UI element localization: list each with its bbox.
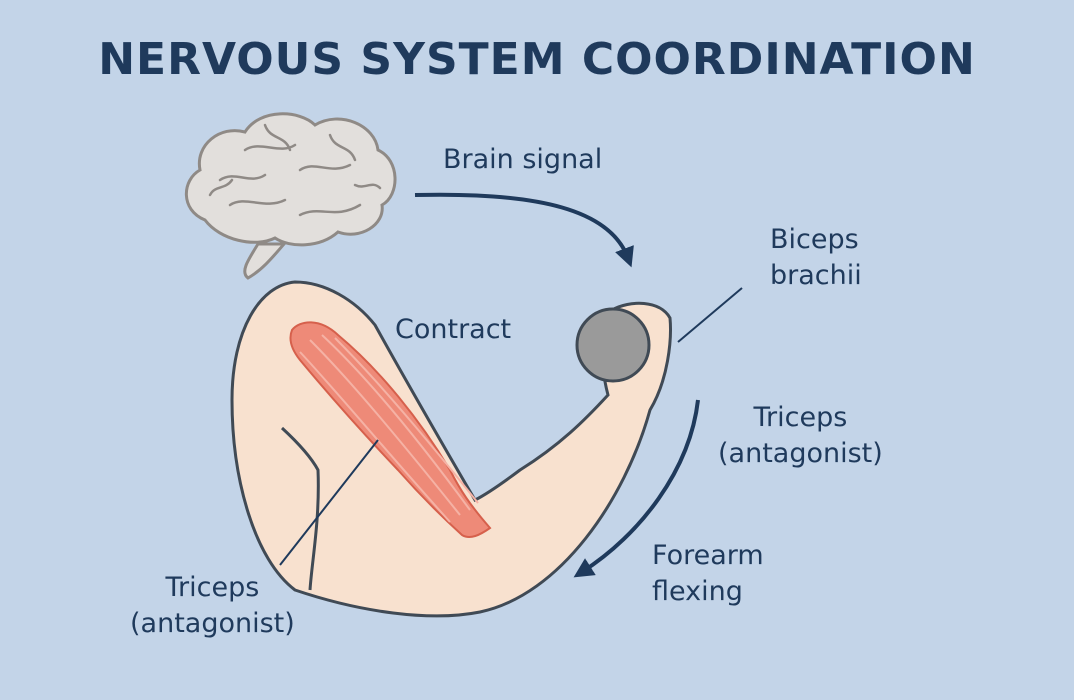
triceps-left-line-2: (antagonist) (130, 608, 295, 639)
triceps-right-line-2: (antagonist) (718, 438, 883, 469)
biceps-line-2: brachii (770, 260, 862, 291)
triceps-right-label: Triceps (antagonist) (718, 400, 883, 472)
forearm-flexing-arrow (573, 399, 700, 578)
brain-icon (184, 112, 397, 280)
brain-signal-arrow (414, 192, 634, 268)
contract-label: Contract (395, 312, 511, 348)
biceps-leader-line (677, 287, 743, 343)
forearm-line-1: Forearm (652, 540, 764, 571)
brain-signal-text: Brain signal (443, 144, 603, 175)
forearm-label: Forearm flexing (652, 538, 764, 610)
forearm-line-2: flexing (652, 576, 743, 607)
triceps-leader-line (279, 439, 379, 566)
biceps-muscle (289, 321, 492, 538)
biceps-line-1: Biceps (770, 224, 859, 255)
biceps-label: Biceps brachii (770, 222, 862, 294)
triceps-left-line-1: Triceps (165, 572, 260, 603)
contract-text: Contract (395, 314, 512, 345)
triceps-left-label: Triceps (antagonist) (130, 570, 295, 642)
page-title: NERVOUS SYSTEM COORDINATION (98, 34, 976, 85)
brain-signal-label: Brain signal (443, 142, 602, 178)
dumbbell (575, 307, 651, 383)
triceps-right-line-1: Triceps (753, 402, 848, 433)
